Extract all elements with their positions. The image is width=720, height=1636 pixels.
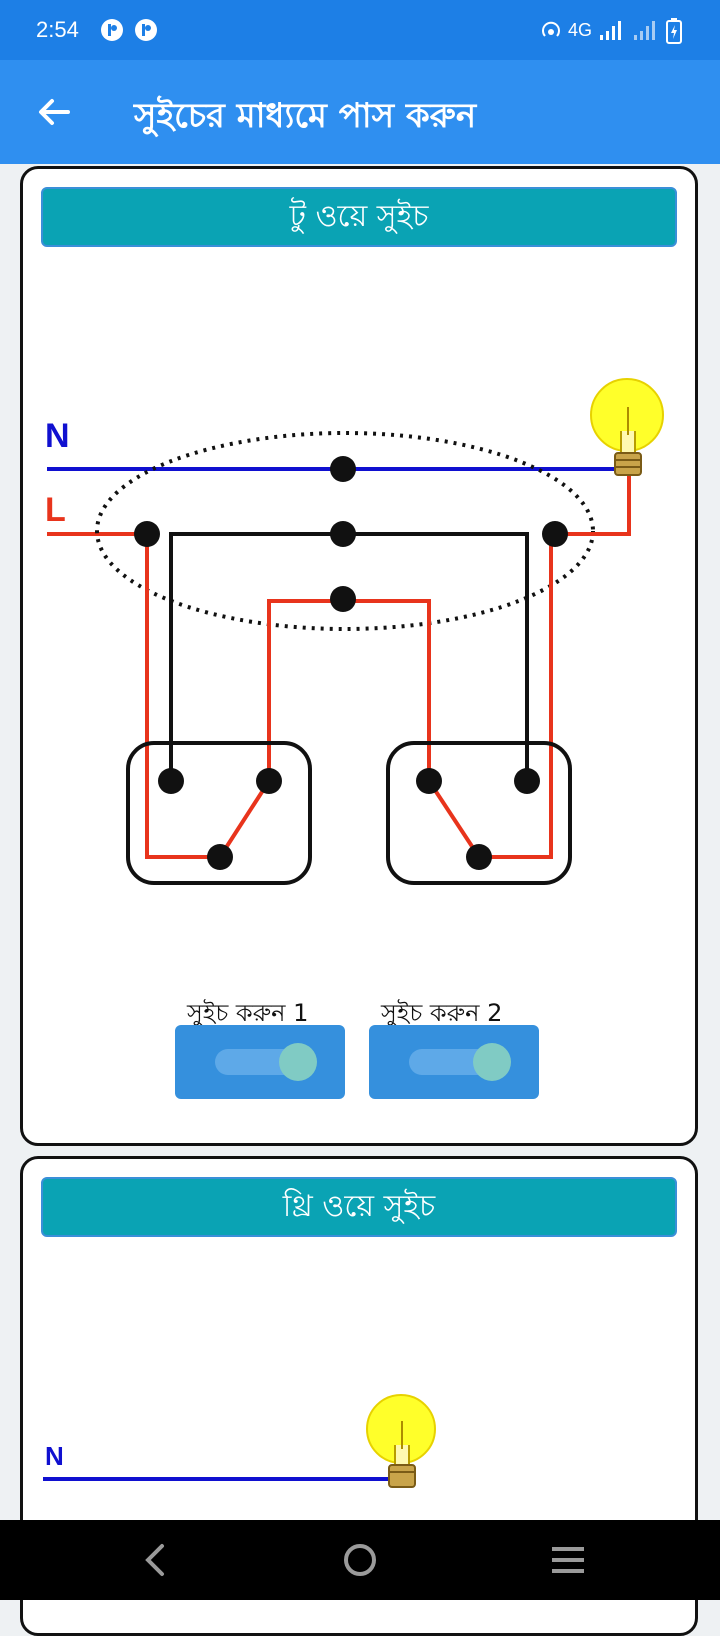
card-header-two-way: টু ওয়ে সুইচ	[41, 187, 677, 247]
light-bulb-icon	[590, 378, 664, 476]
home-nav-icon[interactable]	[340, 1540, 380, 1580]
switch-box-1	[126, 741, 312, 885]
status-bar: 2:54 4G	[0, 0, 720, 60]
switch-1-toggle[interactable]	[175, 1025, 345, 1099]
switch1-lever	[218, 779, 271, 859]
three-way-switch-diagram: N	[43, 1394, 436, 1488]
junction-box	[95, 431, 595, 631]
light-bulb-icon	[366, 1394, 436, 1488]
live-label: L	[45, 491, 66, 529]
app-bar: সুইচের মাধ্যমে পাস করুন	[0, 60, 720, 164]
hotspot-icon	[542, 21, 560, 37]
neutral-label: N	[45, 1441, 64, 1471]
switch-2-toggle[interactable]	[369, 1025, 539, 1099]
switch2-lever	[427, 779, 481, 859]
neutral-label: N	[45, 417, 70, 455]
navigation-bar	[0, 1520, 720, 1600]
back-nav-icon[interactable]	[136, 1540, 176, 1580]
card-header-three-way: থ্রি ওয়ে সুইচ	[41, 1177, 677, 1237]
toggle-thumb[interactable]	[473, 1043, 511, 1081]
toggle-thumb[interactable]	[279, 1043, 317, 1081]
status-time: 2:54	[36, 17, 79, 42]
battery-charging-icon	[666, 18, 682, 44]
signal-icon	[600, 21, 621, 40]
signal-weak-icon	[634, 21, 655, 40]
lamp-feed-wire	[551, 469, 631, 536]
page-title: সুইচের মাধ্যমে পাস করুন	[134, 96, 477, 136]
switch-label-2: সুইচ করুন 2	[381, 999, 503, 1027]
menu-nav-icon[interactable]	[548, 1540, 588, 1580]
two-way-switch-card: টু ওয়ে সুইচ N L	[20, 166, 698, 1146]
switch-label-1: সুইচ করুন 1	[187, 999, 309, 1027]
notification-app-icon	[101, 19, 123, 41]
network-type: 4G	[568, 20, 593, 40]
live-to-switch1	[145, 534, 220, 859]
notification-app-icon	[135, 19, 157, 41]
arrow-left-icon[interactable]	[30, 88, 78, 136]
switch-box-2	[386, 741, 572, 885]
two-way-switch-diagram: N L	[45, 378, 664, 885]
